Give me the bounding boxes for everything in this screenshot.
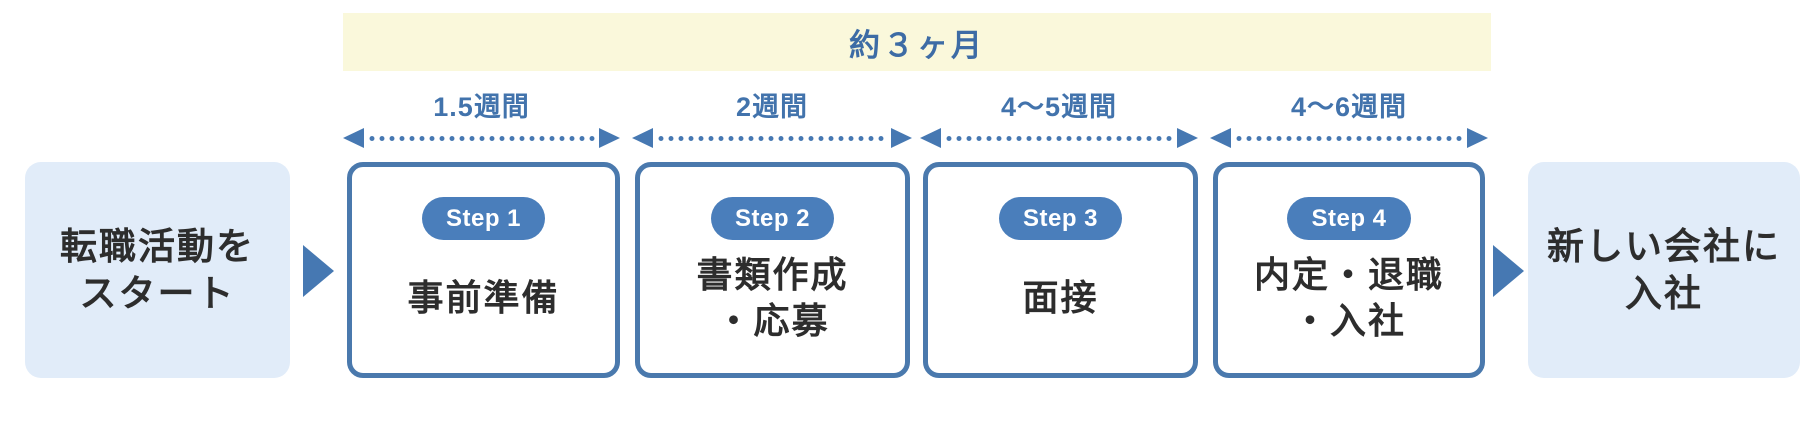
step-box-4: Step 4 内定・退職 ・入社: [1213, 162, 1485, 378]
dotted-line: [367, 135, 596, 141]
step-badge: Step 2: [710, 197, 835, 240]
start-box-line1: 転職活動を: [60, 225, 255, 267]
arrowhead-left-icon: [632, 128, 653, 148]
duration-span-step2: 2週間: [632, 86, 912, 150]
flow-arrow-right-icon: [303, 245, 334, 297]
step-title-line1: 事前準備: [407, 276, 560, 318]
step-title: 内定・退職 ・入社: [1254, 240, 1444, 373]
flow-arrow-right-icon: [1493, 245, 1524, 297]
start-box-line2: スタート: [79, 273, 236, 314]
arrowhead-left-icon: [1210, 128, 1231, 148]
total-duration-banner: 約３ヶ月: [343, 13, 1491, 71]
step-title: 書類作成 ・応募: [696, 240, 848, 373]
step-box-1: Step 1 事前準備: [347, 162, 620, 378]
step-title-line2: ・入社: [1291, 299, 1406, 341]
dotted-double-arrow: [1210, 128, 1488, 148]
duration-label: 1.5週間: [433, 91, 530, 122]
duration-span-step3: 4～5週間: [920, 86, 1198, 150]
dotted-double-arrow: [920, 128, 1198, 148]
end-box-line2: 入社: [1625, 273, 1703, 314]
duration-label: 2週間: [735, 91, 809, 122]
step-title-line2: ・応募: [715, 299, 830, 341]
step-title-line1: 面接: [1022, 276, 1099, 318]
dotted-line: [656, 135, 888, 141]
end-box: 新しい会社に 入社: [1528, 162, 1800, 378]
total-duration-label: 約３ヶ月: [849, 27, 985, 63]
step-box-3: Step 3 面接: [923, 162, 1198, 378]
step-title: 面接: [1022, 240, 1098, 373]
dotted-line: [944, 135, 1174, 141]
step-title-line1: 書類作成: [696, 254, 849, 296]
step-badge: Step 3: [998, 197, 1123, 240]
arrowhead-right-icon: [891, 128, 912, 148]
step-badge: Step 1: [421, 197, 546, 240]
arrowhead-left-icon: [343, 128, 364, 148]
arrowhead-right-icon: [1467, 128, 1488, 148]
duration-span-step1: 1.5週間: [343, 86, 620, 150]
duration-label: 4～5週間: [1000, 91, 1118, 122]
start-box: 転職活動を スタート: [25, 162, 290, 378]
arrowhead-right-icon: [599, 128, 620, 148]
dotted-double-arrow: [343, 128, 620, 148]
step-title: 事前準備: [407, 240, 559, 373]
step-title-line1: 内定・退職: [1253, 254, 1444, 296]
step-box-2: Step 2 書類作成 ・応募: [635, 162, 910, 378]
dotted-line: [1234, 135, 1464, 141]
step-badge: Step 4: [1287, 197, 1411, 240]
arrowhead-right-icon: [1177, 128, 1198, 148]
end-box-line1: 新しい会社に: [1547, 225, 1781, 267]
duration-span-step4: 4～6週間: [1210, 86, 1488, 150]
dotted-double-arrow: [632, 128, 912, 148]
arrowhead-left-icon: [920, 128, 941, 148]
duration-label: 4～6週間: [1290, 91, 1408, 122]
